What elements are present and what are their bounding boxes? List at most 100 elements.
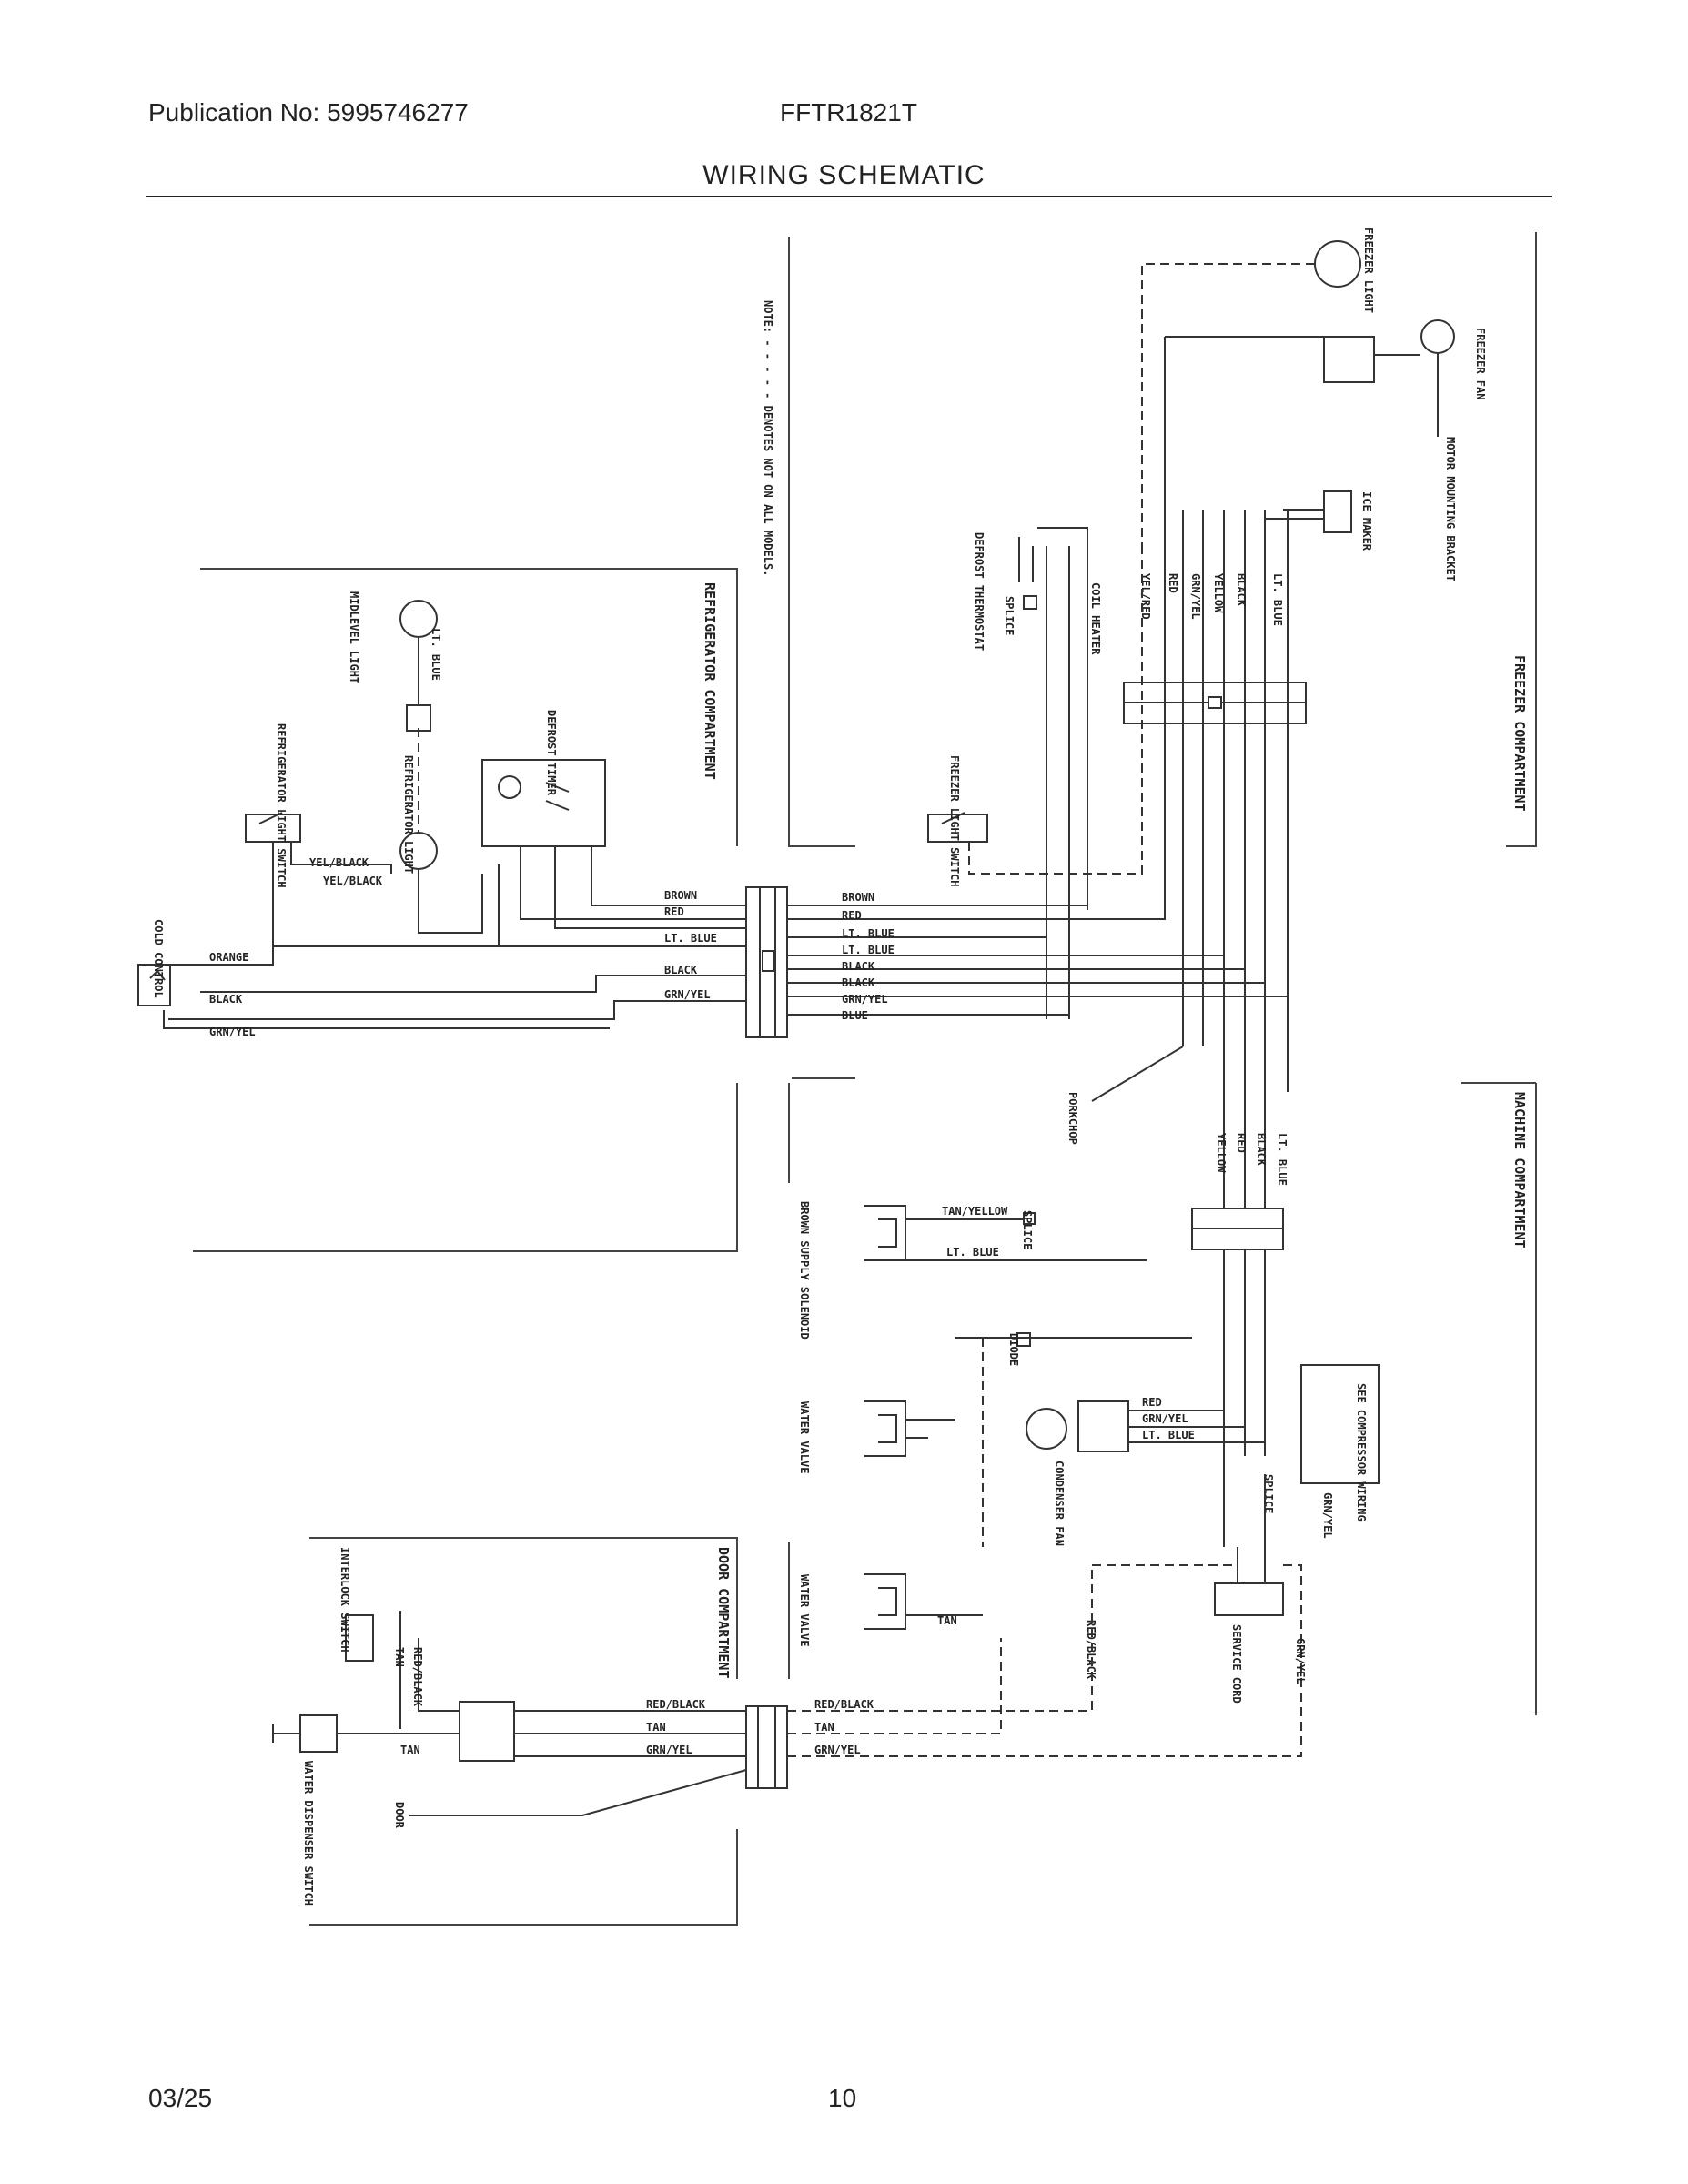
footer-date: 03/25 [148,2084,213,2112]
model-number: FFTR1821T [780,98,917,126]
wire-redblack-interlock: RED/BLACK [411,1647,424,1707]
door-connector [745,1705,788,1789]
wire-grnyel-comp: GRN/YEL [1321,1492,1334,1539]
wire-yelblack-2: YEL/BLACK [323,875,383,887]
defrost-thermostat-label: DEFROST THERMOSTAT [973,532,986,651]
wire-black-left: BLACK [664,964,698,976]
wire-red-left: RED [664,905,684,918]
compressor-wiring-box [1300,1364,1380,1484]
wire-yellow-f: YELLOW [1212,573,1225,613]
wire-redblack-door: RED/BLACK [646,1698,706,1711]
section-freezer-label: FREEZER COMPARTMENT [1511,655,1528,812]
wire-tan-door-r: TAN [814,1721,834,1734]
wire-ltblue-left: LT. BLUE [664,932,717,945]
compressor-wiring-label: SEE COMPRESSOR WIRING [1355,1383,1368,1522]
section-refrigerator-label: REFRIGERATOR COMPARTMENT [702,582,718,780]
interlock-switch-label: INTERLOCK SWITCH [339,1547,351,1653]
supply-solenoid-label: BROWN SUPPLY SOLENOID [798,1201,811,1340]
publication-number: Publication No: 5995746277 [148,98,469,126]
wire-grnyel-f: GRN/YEL [1189,573,1202,620]
refrigerator-wiring [163,864,746,1029]
water-dispenser-switch-label: WATER DISPENSER SWITCH [302,1761,315,1906]
wire-red-f: RED [1167,573,1179,593]
wire-black-f: BLACK [1235,573,1248,607]
defrost-thermostat [1018,537,1037,610]
wire-blue-right: BLUE [842,1009,868,1022]
water-dispenser-switch [272,1714,338,1753]
refrigerator-light-switch [245,812,392,965]
freezer-light-label: FREEZER LIGHT [1362,228,1375,313]
water-valve-1 [864,1400,955,1457]
service-cord-label: SERVICE CORD [1230,1624,1243,1704]
wire-ltblue-right: LT. BLUE [842,927,895,940]
wire-grnyel-cold: GRN/YEL [209,1026,256,1038]
freezer-harness-connector [1123,682,1307,724]
water-valve-2-label: WATER VALVE [798,1574,811,1646]
wire-orange: ORANGE [209,951,248,964]
midlevel-light-label: MIDLEVEL LIGHT [348,592,360,683]
motor-bracket-label: MOTOR MOUNTING BRACKET [1444,437,1457,581]
defrost-timer [481,759,606,892]
service-cord [1092,1474,1302,1747]
compartment-boundaries [193,232,1537,1926]
section-machine-label: MACHINE COMPARTMENT [1511,1092,1528,1249]
freezer-fan [1165,319,1455,437]
interlock-switch [345,1614,374,1662]
diode [955,1332,1192,1547]
splice-label-1: SPLICE [1003,596,1016,635]
wire-ltblue-m: LT. BLUE [1276,1133,1289,1186]
refrigerator-light [399,728,438,928]
wire-red-cf: RED [1142,1396,1162,1409]
cold-control-label: COLD CONTROL [152,919,165,998]
freezer-fan-label: FREEZER FAN [1474,328,1487,399]
header-rule [146,196,1552,197]
page-number: 10 [828,2084,857,2112]
door-ground-label: DOOR [393,1802,406,1829]
wire-brown-right: BROWN [842,891,874,904]
wire-ltblue-cf: LT. BLUE [1142,1429,1195,1441]
coil-heater-label: COIL HEATER [1089,582,1102,655]
wire-tan-disp: TAN [400,1744,420,1756]
wire-grnyel-cf: GRN/YEL [1142,1412,1188,1425]
wire-black-cold: BLACK [209,993,243,1006]
wire-black-right: BLACK [842,960,875,973]
freezer-wiring [787,337,1289,1092]
door-wiring [273,1565,1302,1816]
refrigerator-light-label: REFRIGERATOR LIGHT [402,755,415,874]
wire-grnyel-right: GRN/YEL [842,993,888,1006]
cold-control [137,964,171,1006]
midlevel-light [399,600,438,732]
wire-red-right: RED [842,909,862,922]
freezer-light [1141,240,1361,546]
supply-solenoid [864,1205,1147,1261]
freezer-light-switch-label: FREEZER LIGHT SWITCH [948,755,961,887]
wire-yellow-m: YELLOW [1215,1133,1228,1173]
coil-heater [1037,527,1088,1019]
wire-tan-interlock: TAN [393,1647,406,1667]
condenser-fan [1026,1400,1265,1452]
wire-redblack-door-r: RED/BLACK [814,1698,874,1711]
machine-connector [1191,1208,1284,1250]
splice-label-2: SPLICE [1021,1210,1034,1249]
wire-tan-valve: TAN [937,1614,957,1627]
wire-red-m: RED [1235,1133,1248,1153]
refrigerator-light-switch-label: REFRIGERATOR LIGHT SWITCH [275,723,288,888]
wire-tanyellow: TAN/YELLOW [942,1205,1008,1218]
wire-tan-door: TAN [646,1721,666,1734]
porkchop-wire [1091,1046,1184,1102]
diode-label: DIODE [1007,1333,1020,1366]
section-door-label: DOOR COMPARTMENT [715,1547,732,1679]
water-valve-2 [864,1573,983,1630]
note-label: NOTE: - - - - - DENOTES NOT ON ALL MODEL… [762,300,774,576]
wire-grnyel-left: GRN/YEL [664,988,711,1001]
water-valve-1-label: WATER VALVE [798,1401,811,1473]
wire-grnyel-cord: GRN/YEL [1294,1638,1307,1684]
ice-maker [1265,490,1352,533]
wire-ltblue-mid: LT. BLUE [430,628,442,681]
wire-black-m: BLACK [1255,1133,1268,1167]
wire-grnyel-door-r: GRN/YEL [814,1744,861,1756]
wire-ltblue-f: LT. BLUE [1271,573,1284,626]
center-connector [745,886,788,1038]
page-title: WIRING SCHEMATIC [702,160,986,190]
